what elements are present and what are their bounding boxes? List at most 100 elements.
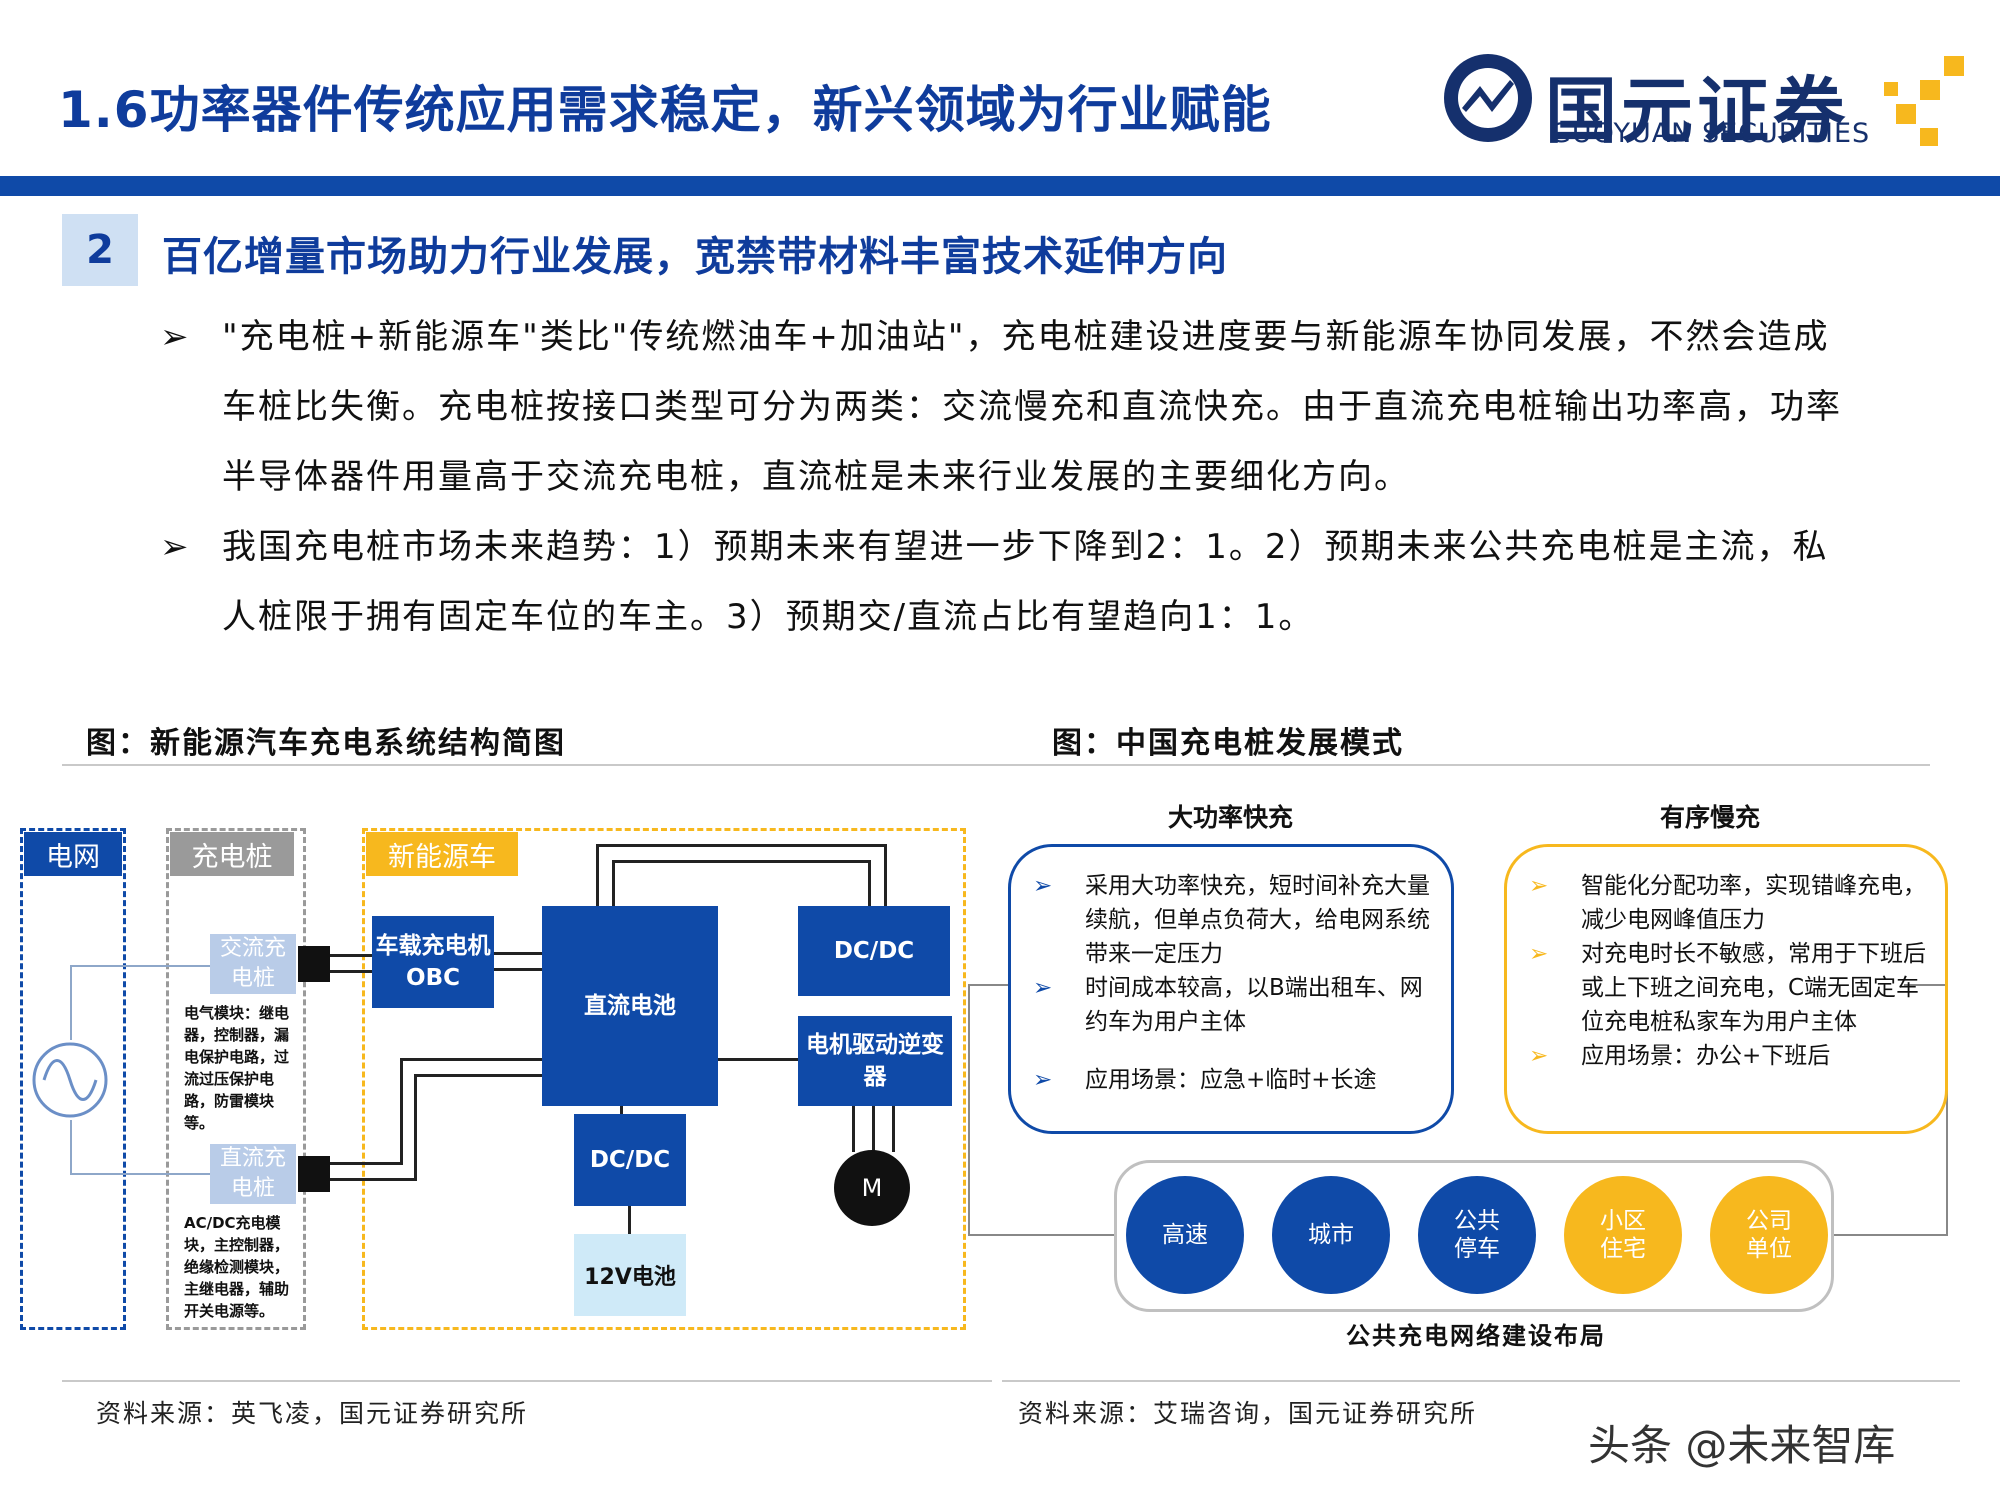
- list-arrow-icon: ➢: [1529, 941, 1549, 967]
- battery-cable: [612, 860, 870, 863]
- grid-label: 电网: [24, 832, 122, 876]
- grid-wire: [70, 965, 72, 1040]
- motor-cable: [852, 1106, 855, 1152]
- motor-cable: [892, 1106, 895, 1152]
- logo-name: 国元证券: [1545, 69, 1850, 153]
- grid-wire: [70, 1120, 72, 1175]
- bullet-1: ➢ "充电桩+新能源车"类比"传统燃油车+加油站"，充电桩建设进度要与新能源车协…: [160, 302, 1860, 512]
- connector-line: [968, 984, 970, 1236]
- fast-charge-item: ➢应用场景：应急+临时+长途: [1033, 1063, 1433, 1097]
- plug-icon: [298, 946, 330, 982]
- fast-charge-title: 大功率快充: [1168, 803, 1294, 832]
- dc-cable: [400, 1058, 403, 1165]
- grid-region: [20, 828, 126, 1330]
- left-source-divider: [62, 1380, 992, 1382]
- left-figure-source: 资料来源：英飞凌，国元证券研究所: [96, 1399, 529, 1428]
- list-arrow-icon: ➢: [1033, 873, 1053, 899]
- inverter-box: 电机驱动逆变器: [798, 1016, 952, 1106]
- motor-label: M: [861, 1174, 883, 1202]
- ac-pile-desc: 电气模块：继电器，控制器，漏电保护电路，过流过压保护电路，防雷模块等。: [184, 1004, 290, 1132]
- slow-charge-item: ➢应用场景：办公+下班后: [1529, 1039, 1927, 1073]
- network-label: 公共充电网络建设布局: [1346, 1322, 1606, 1350]
- logo-english-name: GUOYUAN SECURITIES: [1550, 118, 1871, 149]
- bullet-text: 我国充电桩市场未来趋势：1）预期未来有望进一步下降到2：1。2）预期未来公共充电…: [222, 527, 1829, 637]
- dc-cable: [400, 1058, 542, 1061]
- ac-pile: 交流充电桩: [210, 934, 296, 994]
- connector-line: [968, 1234, 1114, 1236]
- network-box: [1114, 1160, 1834, 1312]
- fast-charge-box: ➢采用大功率快充，短时间补充大量续航，但单点负荷大，给电网系统带来一定压力 ➢时…: [1008, 844, 1454, 1134]
- connector-line: [1904, 984, 1948, 986]
- pile-label: 充电桩: [170, 832, 294, 876]
- battery-12v-box: 12V电池: [574, 1234, 686, 1316]
- connector-line: [1834, 1234, 1948, 1236]
- network-circle-highway: 高速: [1126, 1176, 1244, 1294]
- network-circle-office: 公司单位: [1710, 1176, 1828, 1294]
- ev-label: 新能源车: [366, 832, 518, 876]
- slow-charge-item: ➢对充电时长不敏感，常用于下班后或上下班之间充电，C端无固定车位充电桩私家车为用…: [1529, 937, 1927, 1039]
- network-circle-public-parking: 公共停车: [1418, 1176, 1536, 1294]
- fast-charge-list: ➢采用大功率快充，短时间补充大量续航，但单点负荷大，给电网系统带来一定压力 ➢时…: [1033, 869, 1433, 1097]
- list-arrow-icon: ➢: [1033, 975, 1053, 1001]
- network-circle-city: 城市: [1272, 1176, 1390, 1294]
- dc-cable: [414, 1074, 417, 1181]
- header-bar: [0, 176, 2000, 196]
- dc-cable: [330, 1178, 416, 1181]
- slow-charge-item: ➢智能化分配功率，实现错峰充电，减少电网峰值压力: [1529, 869, 1927, 937]
- fast-charge-item: ➢采用大功率快充，短时间补充大量续航，但单点负荷大，给电网系统带来一定压力: [1033, 869, 1433, 971]
- list-arrow-icon: ➢: [1529, 873, 1549, 899]
- connector-line: [968, 984, 1008, 986]
- inverter-cable: [718, 1058, 798, 1061]
- battery-cable: [884, 844, 887, 906]
- list-arrow-icon: ➢: [1033, 1067, 1053, 1093]
- dcdc-cable: [620, 1106, 623, 1114]
- grid-wire: [70, 1173, 210, 1175]
- battery-cable: [868, 860, 871, 906]
- ev-region: [362, 828, 966, 1330]
- list-arrow-icon: ➢: [1529, 1043, 1549, 1069]
- slow-charge-box: ➢智能化分配功率，实现错峰充电，减少电网峰值压力 ➢对充电时长不敏感，常用于下班…: [1504, 844, 1948, 1134]
- bullet-arrow-icon: ➢: [160, 317, 191, 357]
- battery-box: 直流电池: [542, 906, 718, 1106]
- dcdc-cable: [628, 1206, 631, 1234]
- ac-cable: [330, 954, 372, 957]
- dc-cable: [330, 1162, 402, 1165]
- page-title: 1.6功率器件传统应用需求稳定，新兴领域为行业赋能: [58, 81, 1272, 139]
- dcdc-top-box: DC/DC: [798, 906, 950, 996]
- motor-cable: [872, 1106, 875, 1152]
- slow-charge-list: ➢智能化分配功率，实现错峰充电，减少电网峰值压力 ➢对充电时长不敏感，常用于下班…: [1529, 869, 1927, 1073]
- caption-divider: [62, 764, 1930, 766]
- logo-squares-icon: [1880, 54, 1980, 154]
- obc-cable: [494, 968, 542, 971]
- plug-icon: [298, 1156, 330, 1192]
- obc-cable: [494, 952, 542, 955]
- right-source-divider: [1002, 1380, 1960, 1382]
- logo-mark-icon: [1440, 50, 1536, 146]
- ac-cable: [330, 970, 372, 973]
- obc-box: 车载充电机OBC: [372, 916, 494, 1008]
- bullet-2: ➢ 我国充电桩市场未来趋势：1）预期未来有望进一步下降到2：1。2）预期未来公共…: [160, 512, 1860, 652]
- connector-line: [1946, 984, 1948, 1236]
- battery-cable: [612, 860, 615, 906]
- bullet-arrow-icon: ➢: [160, 527, 191, 567]
- right-figure-source: 资料来源：艾瑞咨询，国元证券研究所: [1018, 1399, 1478, 1428]
- motor-circle: M: [834, 1150, 910, 1226]
- fast-charge-item: ➢时间成本较高，以B端出租车、网约车为用户主体: [1033, 971, 1433, 1039]
- pile-region: [166, 828, 306, 1330]
- grid-wire: [70, 965, 210, 967]
- bullet-text: "充电桩+新能源车"类比"传统燃油车+加油站"，充电桩建设进度要与新能源车协同发…: [222, 317, 1842, 497]
- ac-source-icon: [30, 1040, 110, 1120]
- dc-pile: 直流充电桩: [210, 1144, 296, 1204]
- right-figure-caption: 图：中国充电桩发展模式: [1052, 726, 1404, 761]
- network-circle-residential: 小区住宅: [1564, 1176, 1682, 1294]
- dc-pile-desc: AC/DC充电模块，主控制器，绝缘检测模块，主继电器，辅助开关电源等。: [184, 1214, 290, 1320]
- left-figure-caption: 图：新能源汽车充电系统结构简图: [86, 726, 566, 761]
- slow-charge-title: 有序慢充: [1660, 803, 1761, 832]
- battery-cable: [596, 844, 599, 906]
- dcdc-bottom-box: DC/DC: [574, 1114, 686, 1206]
- battery-cable: [596, 844, 886, 847]
- section-title: 百亿增量市场助力行业发展，宽禁带材料丰富技术延伸方向: [162, 234, 1228, 280]
- watermark: 头条 @未来智库: [1588, 1421, 1896, 1470]
- section-number: 2: [62, 214, 138, 286]
- dc-cable: [414, 1074, 542, 1077]
